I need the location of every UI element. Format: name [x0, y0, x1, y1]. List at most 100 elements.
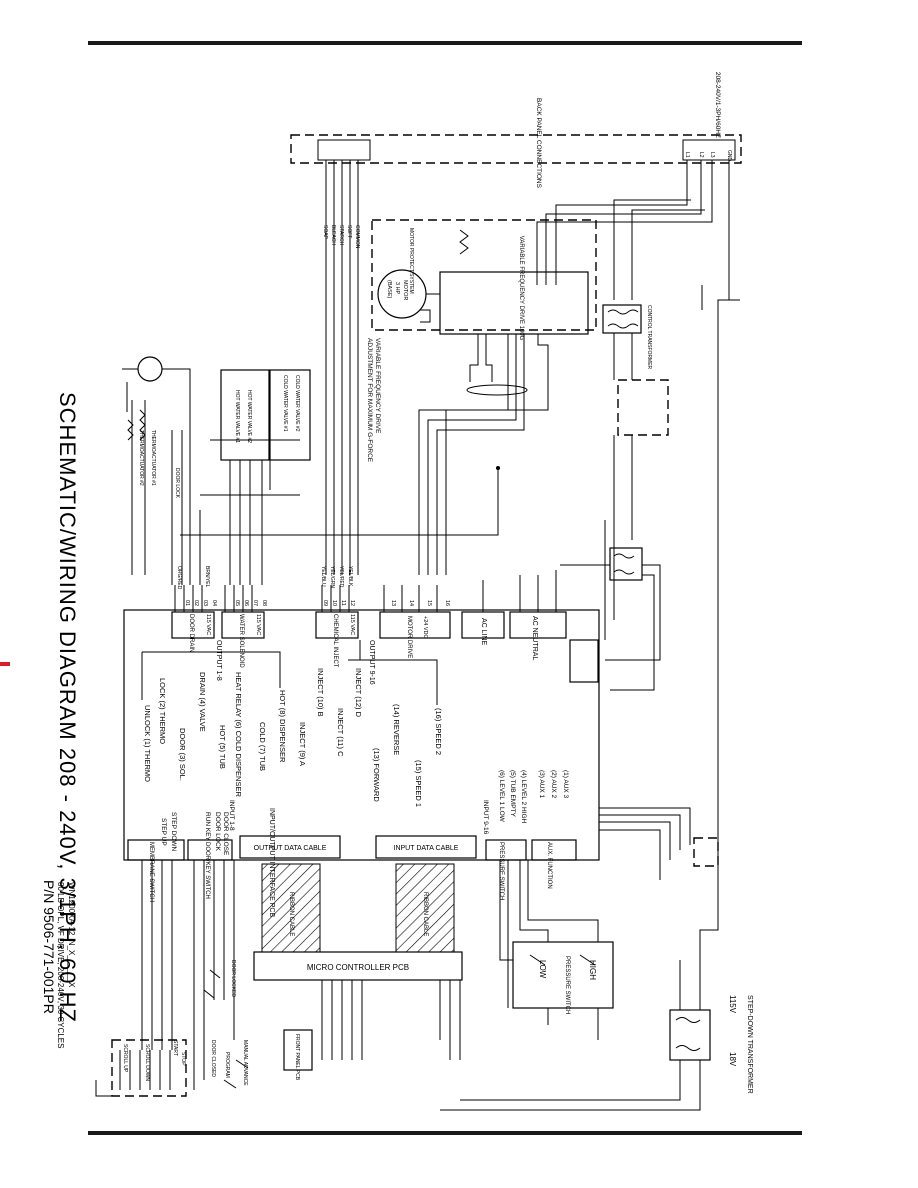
input-9-16-label: INPUT 9-16: [482, 800, 489, 835]
chem-label: CHEMICAL INJECT: [332, 614, 338, 668]
output-1-8-label: OUTPUT 1-8: [215, 640, 222, 681]
motor-label: MOTOR: [402, 280, 408, 300]
hot-valve1-label: HOT WATER VALVE #1: [234, 390, 240, 443]
vfd-enclosure: [371, 219, 597, 331]
cold-valve2-label: COLD WATER VALVE #2: [294, 375, 300, 432]
pcb-pin-row: [174, 570, 557, 612]
motor-drive-voltage: +24 VDC: [422, 616, 428, 638]
svg-text:(15) SPEED 1: (15) SPEED 1: [414, 760, 423, 807]
pressure-switch-label: PRESSURE SWITCH: [498, 842, 504, 900]
svg-text:10: 10: [331, 600, 337, 606]
pressure-contacts: [529, 954, 596, 966]
terminal-strip-right: [682, 139, 736, 161]
subtitle-line-2: WN1200XA-12_N_X______X: [67, 882, 76, 988]
svg-text:COLD (7) TUB: COLD (7) TUB: [258, 722, 267, 771]
step-down-coils: [675, 1017, 701, 1051]
bottom-rule: [88, 1131, 802, 1135]
back-panel-label: BACK PANEL CONNECTIONS: [535, 98, 542, 189]
svg-text:YEL/BLU: YEL/BLU: [320, 566, 326, 587]
pcb-bottom-connectors: [127, 835, 577, 861]
svg-text:STEP UP: STEP UP: [160, 818, 167, 846]
input-1-8-label: INPUT 1-8: [228, 800, 235, 831]
terminal-strip-left: [317, 139, 371, 161]
svg-text:01: 01: [184, 600, 190, 606]
stop-label: STOP: [180, 1052, 186, 1066]
vfd-note-2: ADJUSTMENT FOR MAXIMUM G-FORCE: [366, 338, 373, 463]
svg-text:08: 08: [261, 600, 267, 606]
svg-text:L1: L1: [684, 152, 690, 158]
chem-voltage: 115 VAC: [349, 614, 355, 635]
vfd-box: [439, 271, 589, 335]
svg-text:GND: GND: [726, 150, 732, 162]
svg-text:(1) AUX 3: (1) AUX 3: [562, 770, 569, 799]
svg-text:03: 03: [202, 600, 208, 606]
vfd-control-wires: [360, 334, 549, 575]
svg-text:16: 16: [444, 600, 450, 606]
svg-text:11: 11: [340, 600, 346, 606]
svg-text:07: 07: [252, 600, 258, 606]
svg-text:STARCH: STARCH: [338, 225, 344, 246]
pressure-switch: [512, 941, 614, 1009]
membrane-inputs: STEP UP STEP DOWN RUN KEY DOOR LOCK DOOR…: [160, 812, 229, 856]
pressure-inputs: (6) LEVEL 1 LOW (5) TUB EMPTY (4) LEVEL …: [498, 770, 569, 824]
svg-text:YEL/BLK: YEL/BLK: [347, 566, 353, 587]
svg-text:INJECT (9) A: INJECT (9) A: [298, 722, 307, 766]
stepdown-primary: 115V: [728, 995, 737, 1014]
micro-controller-pcb: [253, 951, 463, 981]
left-components: [122, 356, 360, 585]
step-down-coils-1: [613, 553, 635, 575]
door-key-label: DOOR/KEY SWITCH: [204, 842, 210, 899]
water-sol-label: WATER SOLENOID: [238, 614, 244, 668]
svg-text:DOOR LOCK: DOOR LOCK: [214, 812, 221, 852]
braking-resistor: [459, 229, 469, 255]
door-drain-label: DOOR DRAIN: [188, 614, 194, 652]
svg-text:YEL/GRN: YEL/GRN: [329, 566, 335, 588]
svg-text:(16) SPEED 2: (16) SPEED 2: [434, 708, 443, 755]
svg-text:(2) AUX 2: (2) AUX 2: [550, 770, 557, 799]
right-feeder: [717, 299, 740, 830]
step-down-wires-1: [560, 564, 661, 691]
low-label: LOW: [538, 960, 547, 979]
pressure-wires: [499, 860, 599, 1040]
svg-text:13: 13: [390, 600, 396, 606]
back-panel-block: [290, 134, 742, 164]
svg-text:COMMON: COMMON: [354, 225, 360, 249]
svg-text:(3) AUX 1: (3) AUX 1: [538, 770, 545, 799]
pressure-switch-body-label: PRESSURE SWITCH: [564, 956, 570, 1014]
front-panel-pcb: [283, 1029, 313, 1071]
output-9-16-label: OUTPUT 9-16: [368, 640, 375, 685]
control-wires: [604, 333, 633, 640]
svg-text:HOT (5) TUB: HOT (5) TUB: [218, 725, 227, 769]
svg-text:(14) REVERSE: (14) REVERSE: [392, 704, 401, 755]
svg-text:INJECT (11) C: INJECT (11) C: [336, 708, 345, 757]
cold-valve1-label: COLD WATER VALVE #1: [282, 375, 288, 432]
svg-text:INJECT (12) D: INJECT (12) D: [354, 668, 363, 718]
motor-base-label: (BASE): [386, 280, 392, 299]
door-closed-label: DOOR CLOSED: [210, 1040, 216, 1077]
svg-text:LOCK (2) THERMO: LOCK (2) THERMO: [158, 678, 167, 744]
svg-text:12: 12: [349, 600, 355, 606]
stepdown-label: STEP-DOWN TRANSFORMER: [746, 995, 753, 1094]
top-rule: [88, 41, 802, 45]
svg-text:BLEACH: BLEACH: [330, 225, 336, 245]
thermo2-label: THERMOACTUATOR #2: [138, 430, 144, 486]
input-cable-label: INPUT DATA CABLE: [394, 845, 459, 852]
vfd-note-1: VARIABLE FREQUENCY DRIVE: [374, 338, 381, 434]
aux-wires: [599, 807, 691, 880]
pin-wire-labels: ORG/RED BRN/YEL YEL/BLU YEL/GRN YEL/RED …: [176, 566, 353, 590]
svg-text:04: 04: [211, 600, 217, 606]
start-label: START: [172, 1040, 178, 1056]
ribbon-cable-right: [395, 863, 455, 953]
relay: [693, 837, 719, 867]
motor-drive-label: MOTOR DRIVE: [406, 616, 412, 658]
svg-text:HOT (8) DISPENSER: HOT (8) DISPENSER: [278, 690, 287, 763]
program-label: PROGRAM: [224, 1052, 230, 1078]
svg-text:DOOR (3) SOL.: DOOR (3) SOL.: [178, 728, 187, 781]
micro-label: MICRO CONTROLLER PCB: [307, 963, 409, 972]
svg-text:DOOR CLOSE: DOOR CLOSE: [222, 812, 229, 856]
manual-advance-label: MANUAL ADVANCE: [242, 1040, 248, 1086]
thermo1-label: THERMOACTUATOR #1: [150, 430, 156, 486]
control-transformer: [602, 304, 642, 334]
transformer-coils: [607, 309, 639, 329]
